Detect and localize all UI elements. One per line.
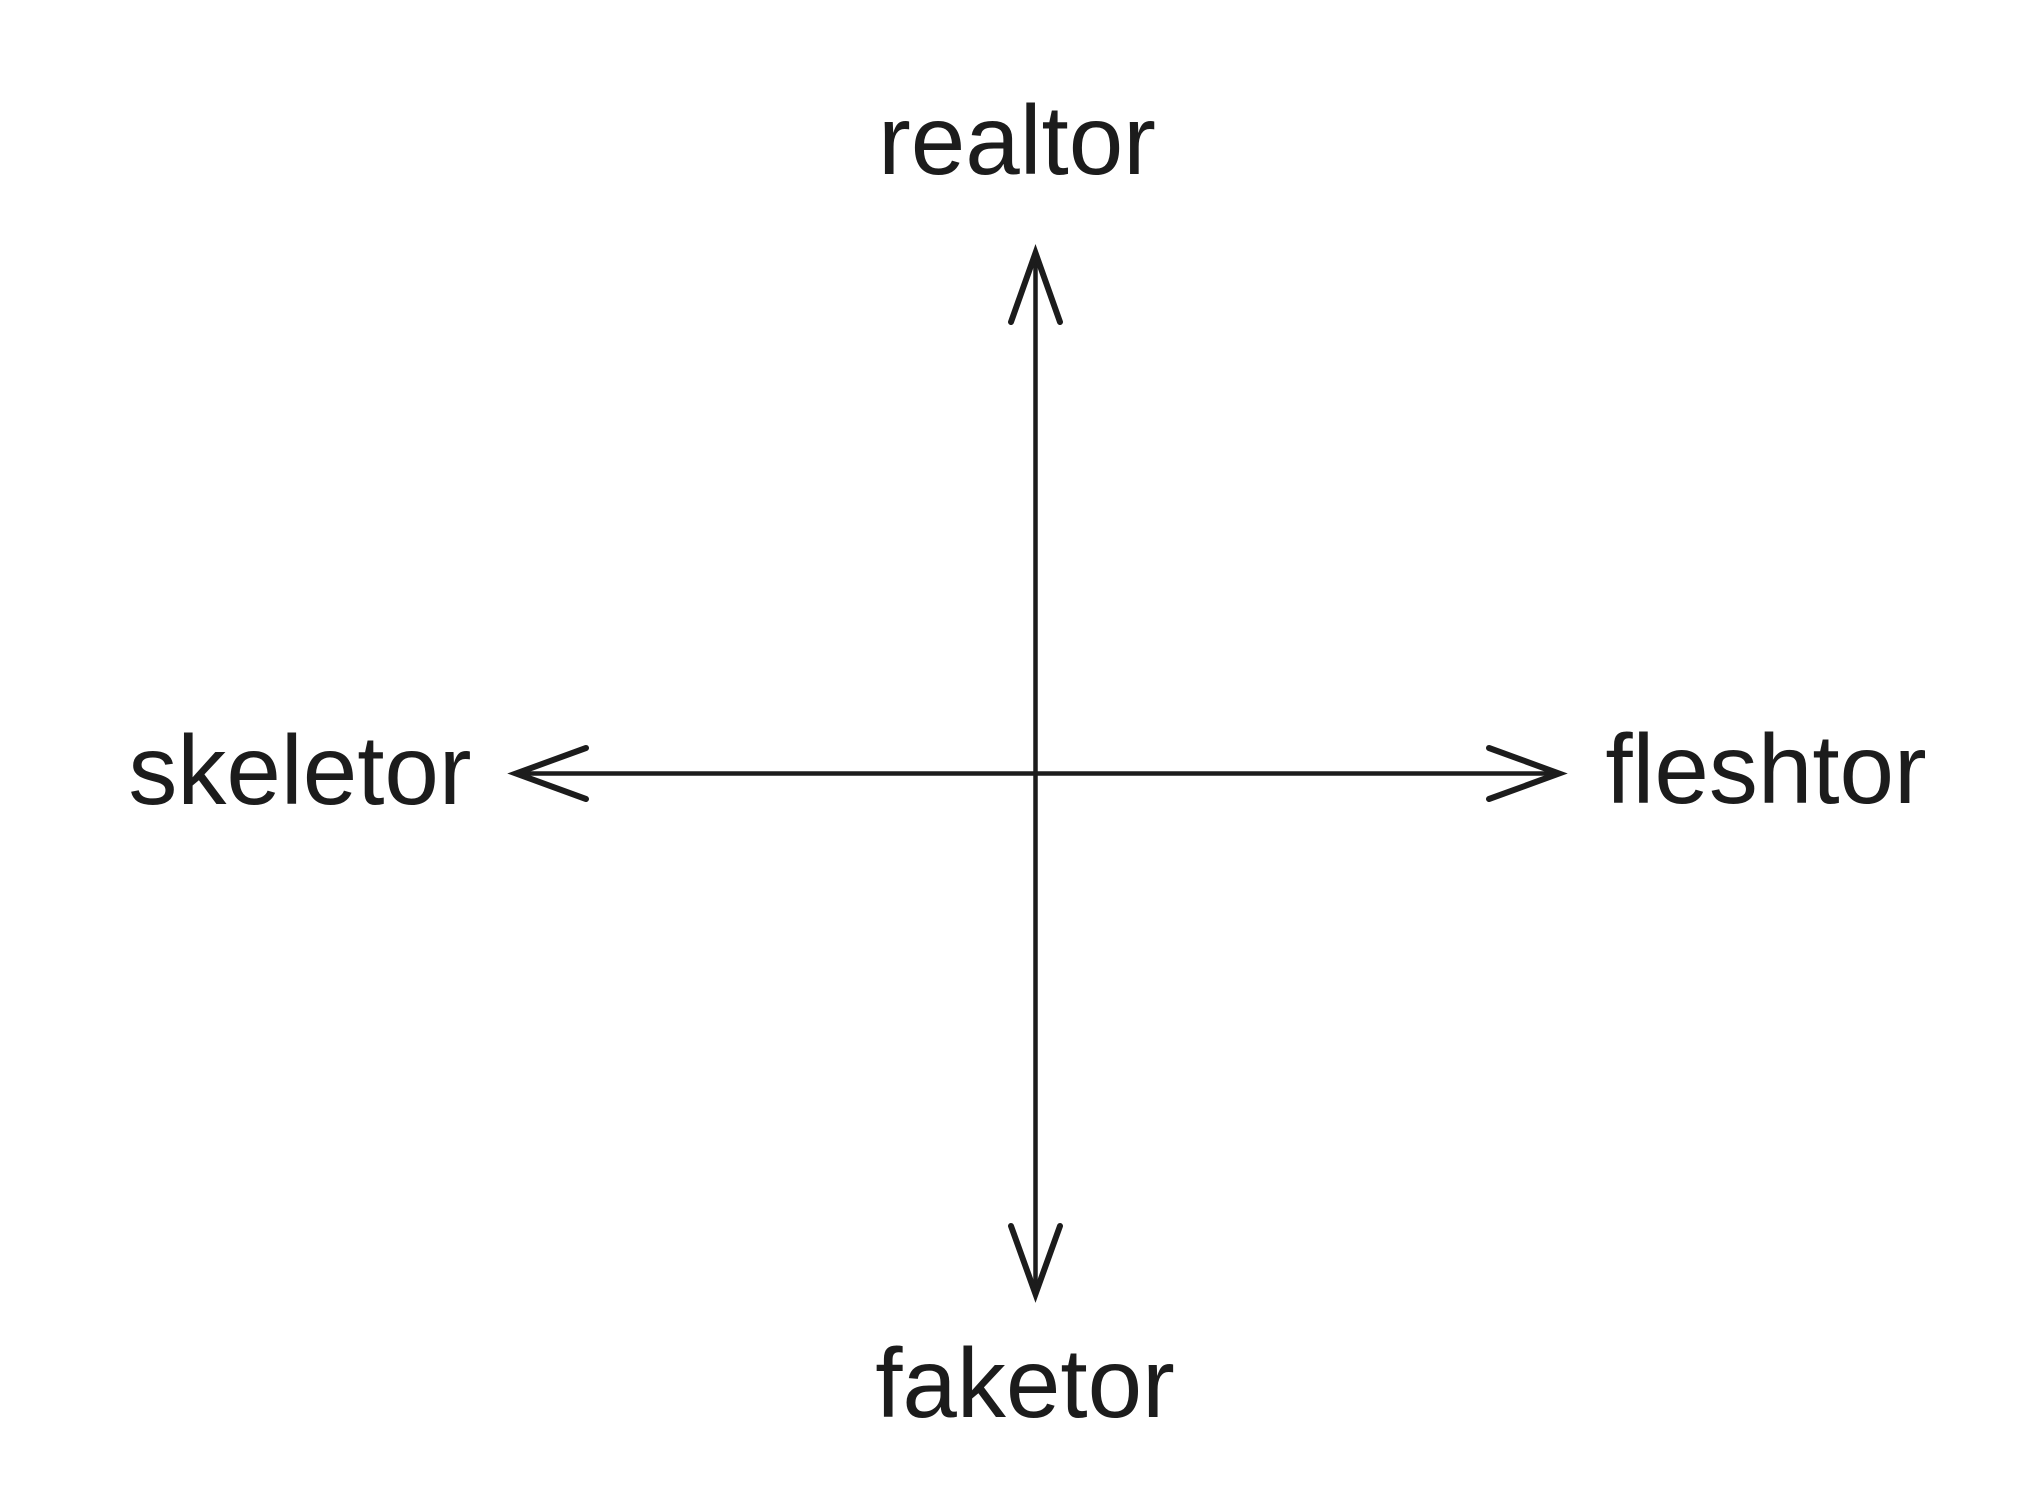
arrow-right-icon [1486, 745, 1568, 802]
axis-label-top: realtor [878, 85, 1156, 195]
horizontal-axis [507, 745, 1568, 802]
axis-label-bottom: faketor [875, 1328, 1175, 1438]
axis-label-right: fleshtor [1605, 714, 1927, 824]
axis-label-left: skeletor [128, 715, 472, 825]
arrow-up-icon [1008, 244, 1063, 325]
arrow-left-icon [507, 745, 589, 802]
arrow-down-icon [1008, 1223, 1063, 1303]
